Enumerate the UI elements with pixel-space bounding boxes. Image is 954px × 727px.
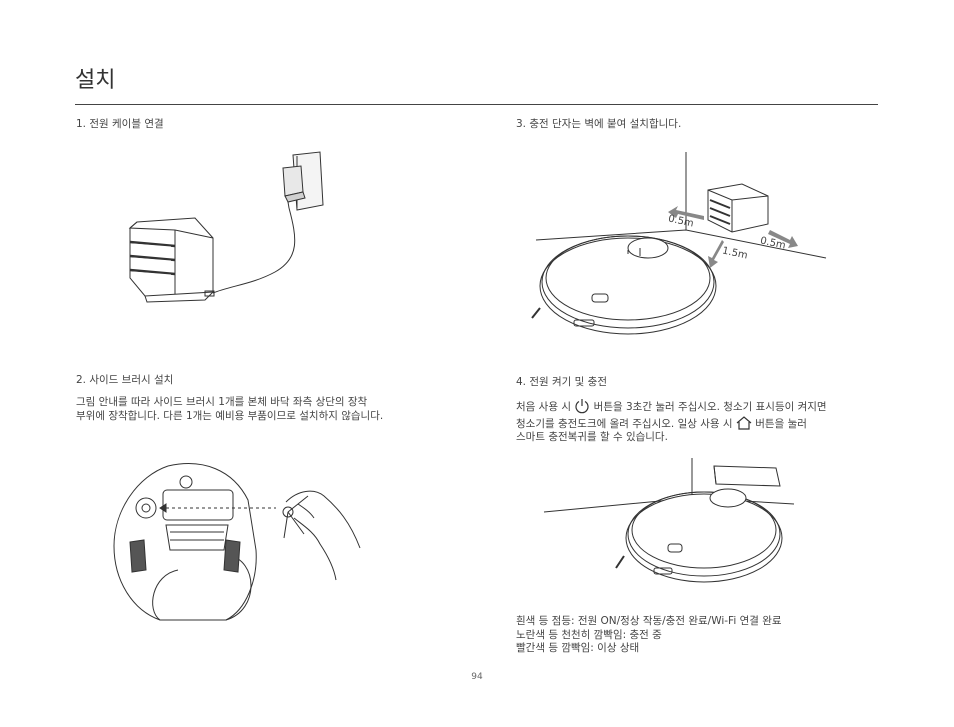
instruction-line: 처음 사용 시 버튼을 3초간 눌러 주십시오. 청소기 표시등이 켜지면 (516, 398, 827, 415)
instruction-text: 버튼을 눌러 (755, 417, 807, 430)
instruction-line: 그림 안내를 따라 사이드 브러시 1개를 본체 바닥 좌측 상단의 장착 (76, 396, 368, 408)
section-3-heading: 3. 충전 단자는 벽에 붙여 설치합니다. (516, 118, 682, 130)
robot-on-dock-illustration (544, 456, 794, 596)
hand-icon (286, 491, 360, 580)
power-cable-illustration (125, 150, 345, 310)
power-icon (574, 398, 590, 414)
section-1-heading: 1. 전원 케이블 연결 (76, 118, 164, 130)
charging-dock-icon (714, 466, 780, 486)
status-line-red: 빨간색 등 깜빡임: 이상 상태 (516, 642, 640, 654)
home-icon (736, 415, 752, 431)
page-title: 설치 (75, 68, 116, 93)
instruction-text: 처음 사용 시 (516, 401, 571, 413)
power-adapter-icon (283, 166, 305, 208)
side-brush-icon (283, 496, 308, 538)
charging-dock-icon (708, 184, 768, 232)
status-line-white: 흰색 등 점등: 전원 ON/정상 작동/충전 완료/Wi-Fi 연결 완료 (516, 615, 782, 627)
instruction-text: 청소기를 충전도크에 올려 주십시오. 일상 사용 시 (516, 417, 733, 430)
robot-vacuum-icon (532, 236, 716, 334)
instruction-text: 버튼을 3초간 눌러 주십시오. 청소기 표시등이 켜지면 (593, 401, 827, 413)
robot-vacuum-icon (114, 464, 256, 620)
charging-dock-icon (130, 218, 214, 302)
side-brush-illustration (108, 460, 368, 620)
section-2-instructions: 그림 안내를 따라 사이드 브러시 1개를 본체 바닥 좌측 상단의 장착 부위… (76, 396, 383, 423)
instruction-line: 스마트 충전복귀를 할 수 있습니다. (516, 431, 668, 443)
instruction-line: 청소기를 충전도크에 올려 주십시오. 일상 사용 시 버튼을 눌러 (516, 415, 827, 432)
arrow-icon (668, 206, 798, 268)
dock-clearance-illustration (536, 150, 826, 345)
arrow-icon (160, 504, 166, 512)
robot-vacuum-icon (616, 489, 782, 582)
indicator-status-list: 흰색 등 점등: 전원 ON/정상 작동/충전 완료/Wi-Fi 연결 완료 노… (516, 615, 782, 656)
status-line-yellow: 노란색 등 천천히 깜빡임: 충전 중 (516, 628, 662, 641)
section-4-heading: 4. 전원 켜기 및 충전 (516, 376, 607, 388)
section-4-instructions: 처음 사용 시 버튼을 3초간 눌러 주십시오. 청소기 표시등이 켜지면 청소… (516, 398, 827, 445)
instruction-line: 부위에 장착합니다. 다른 1개는 예비용 부품이므로 설치하지 않습니다. (76, 409, 384, 422)
title-divider (75, 104, 878, 105)
page-number: 94 (471, 672, 483, 682)
section-2-heading: 2. 사이드 브러시 설치 (76, 374, 174, 386)
